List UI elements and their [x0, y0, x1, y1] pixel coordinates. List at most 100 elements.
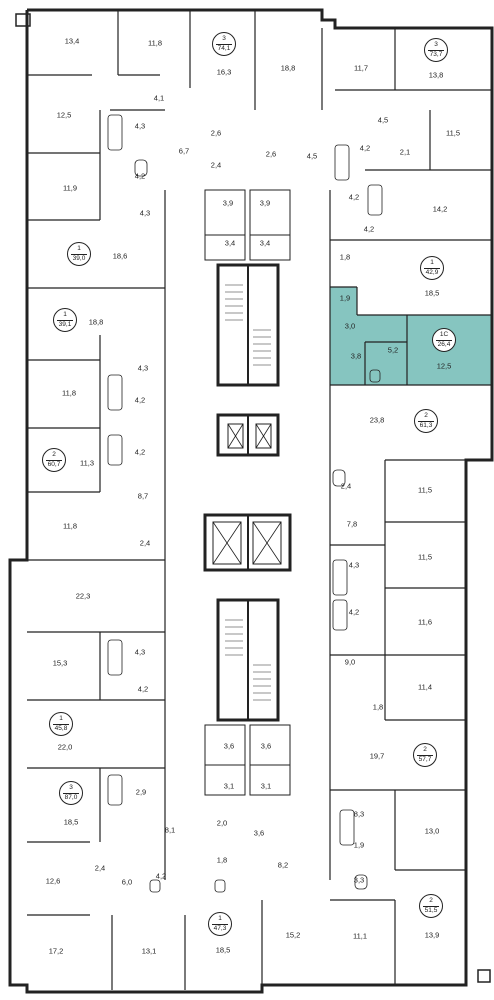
badge-area: 51,5: [424, 906, 438, 914]
badge-area: 39,1: [58, 320, 72, 328]
badge-rooms: 3: [434, 41, 438, 48]
room-area-label: 1,9: [353, 840, 365, 850]
room-area-label: 1,8: [372, 702, 384, 712]
room-area-label: 4,2: [155, 871, 167, 881]
room-area-label: 13,4: [64, 36, 80, 46]
room-area-label: 4,3: [137, 363, 149, 373]
room-area-label: 11,5: [417, 552, 433, 562]
room-area-label: 4,2: [134, 395, 146, 405]
room-area-label: 22,3: [75, 591, 91, 601]
room-area-label: 2,6: [210, 128, 222, 138]
room-area-label: 11,3: [79, 458, 95, 468]
badge-area: 74,1: [217, 44, 231, 52]
badge-rooms: 2: [423, 746, 427, 753]
room-area-label: 18,8: [88, 317, 104, 327]
room-area-label: 18,6: [112, 251, 128, 261]
room-area-label: 4,2: [348, 607, 360, 617]
room-area-label: 7,8: [346, 519, 358, 529]
badge-area: 73,7: [429, 50, 443, 58]
room-area-label: 2,4: [210, 160, 222, 170]
badge-area: 42,9: [425, 268, 439, 276]
room-area-label: 17,2: [48, 946, 64, 956]
room-area-label: 3,9: [222, 198, 234, 208]
badge-rooms: 3: [69, 784, 73, 791]
room-area-label: 3,0: [344, 321, 356, 331]
room-area-label: 3,6: [260, 741, 272, 751]
room-area-label: 18,8: [280, 63, 296, 73]
highlighted-apartment[interactable]: [330, 287, 492, 385]
room-area-label: 8,2: [277, 860, 289, 870]
room-area-label: 3,3: [353, 875, 365, 885]
room-area-label: 4,3: [139, 208, 151, 218]
room-area-label: 11,6: [417, 617, 433, 627]
room-area-label: 8,1: [164, 825, 176, 835]
room-area-label: 2,1: [399, 147, 411, 157]
room-area-label: 1,8: [216, 855, 228, 865]
room-area-label: 11,4: [417, 682, 433, 692]
room-area-label: 4,1: [153, 93, 165, 103]
badge-rooms: 1: [430, 259, 434, 266]
room-area-label: 23,8: [369, 415, 385, 425]
room-area-label: 3,4: [259, 238, 271, 248]
room-area-label: 18,5: [63, 817, 79, 827]
room-area-label: 11,5: [445, 128, 461, 138]
room-area-label: 4,3: [134, 121, 146, 131]
room-area-label: 11,5: [417, 485, 433, 495]
room-area-label: 3,6: [223, 741, 235, 751]
room-area-label: 22,0: [57, 742, 73, 752]
room-area-label: 13,1: [141, 946, 157, 956]
room-area-label: 3,8: [350, 351, 362, 361]
room-area-label: 2,0: [216, 818, 228, 828]
interior-walls-left: [10, 10, 323, 990]
room-area-label: 13,8: [428, 70, 444, 80]
room-area-label: 13,9: [424, 930, 440, 940]
room-area-label: 2,4: [139, 538, 151, 548]
room-area-label: 12,6: [45, 876, 61, 886]
room-area-label: 4,3: [348, 560, 360, 570]
room-area-label: 3,1: [260, 781, 272, 791]
badge-area: 87,0: [64, 793, 78, 801]
room-area-label: 14,2: [432, 204, 448, 214]
room-area-label: 9,0: [344, 657, 356, 667]
room-area-label: 2,4: [340, 481, 352, 491]
room-area-label: 2,4: [94, 863, 106, 873]
room-area-label: 11,9: [62, 183, 78, 193]
room-area-label: 4,2: [359, 143, 371, 153]
building-core: [203, 189, 292, 796]
room-area-label: 4,2: [134, 171, 146, 181]
room-area-label: 2,6: [265, 149, 277, 159]
room-area-label: 8,7: [137, 491, 149, 501]
room-area-label: 4,2: [363, 224, 375, 234]
room-area-label: 4,2: [134, 447, 146, 457]
badge-rooms: 1С: [439, 331, 449, 338]
room-area-label: 2,9: [135, 787, 147, 797]
room-area-label: 16,3: [216, 67, 232, 77]
room-area-label: 11,1: [352, 931, 368, 941]
room-area-label: 13,0: [424, 826, 440, 836]
room-area-label: 6,0: [121, 877, 133, 887]
badge-rooms: 1: [77, 245, 81, 252]
badge-rooms: 1: [63, 311, 67, 318]
badge-area: 61,3: [419, 421, 433, 429]
room-area-label: 15,3: [52, 658, 68, 668]
room-area-label: 12,5: [436, 361, 452, 371]
outer-walls: [8, 8, 494, 994]
room-area-label: 18,5: [424, 288, 440, 298]
room-area-label: 3,9: [259, 198, 271, 208]
room-area-label: 15,2: [285, 930, 301, 940]
badge-rooms: 2: [424, 412, 428, 419]
